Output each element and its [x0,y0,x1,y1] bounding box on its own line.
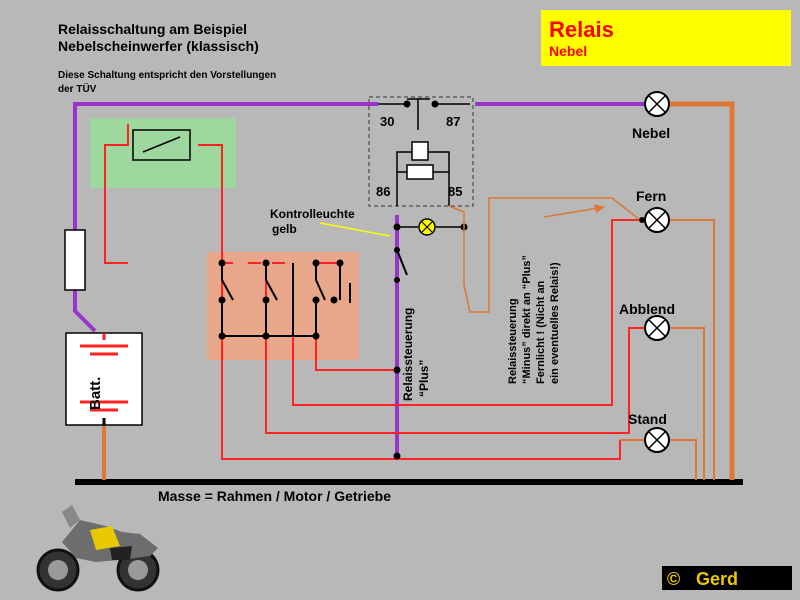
relay-control-switch-nodes [394,247,400,283]
relay-internals [378,98,470,206]
relaissteuerung-minus-line4: ein eventuelles Relais!) [549,262,561,384]
relay-box [368,96,474,207]
pin-86-label: 86 [376,184,390,199]
light-switch-panel [207,252,359,360]
title-badge [541,10,791,66]
fuse-icon [64,229,86,291]
note-line1: Diese Schaltung entspricht den Vorstellu… [58,70,276,81]
kontrollleuchte-line1: Kontrolleuchte [270,207,355,221]
motorcycle-icon [36,505,160,592]
title-line1: Relaisschaltung am Beispiel [58,21,247,37]
relay-nodes [393,100,468,460]
masse-label: Masse = Rahmen / Motor / Getriebe [158,488,391,504]
pin-85-label: 85 [448,184,462,199]
switch-nodes [218,259,344,340]
badge-title: Relais [549,17,614,42]
lamp-abblend-label: Abblend [619,301,675,317]
ground-bar [75,479,743,485]
note-line2: der TÜV [58,82,97,95]
pointer-line-kontrolle [319,222,391,237]
lamp-stand-label: Stand [628,411,667,427]
relay-control-switch [396,249,408,276]
pin-87-label: 87 [446,114,460,129]
relaissteuerung-minus-line1: Relaissteuerung [507,298,519,384]
copyright-symbol: © [667,569,680,589]
lamp-stand-icon [644,427,670,453]
lamp-nebel-label: Nebel [632,125,670,141]
lamp-fern-icon [639,207,670,233]
lamp-fern-label: Fern [636,188,666,204]
switched-wires [104,124,645,460]
relaissteuerung-minus-line2: “Minus” direkt an “Plus” [521,255,533,384]
footer-logo [662,566,792,590]
battery-icon [65,332,143,426]
footer-author: Gerd [696,569,738,589]
pin-30-label: 30 [380,114,394,129]
plus-wires [73,102,645,456]
battery-label: Batt. [87,377,104,410]
switch-green-area [90,118,236,188]
lamp-wires [448,101,735,480]
relaissteuerung-plus-line2: “Plus” [417,360,431,397]
relaissteuerung-minus-line3: Fernlicht ! (Nicht an [535,280,547,384]
badge-subtitle: Nebel [549,43,587,59]
relaissteuerung-plus-line1: Relaissteuerung [401,308,415,401]
lamp-abblend-icon [644,315,670,341]
kontrollleuchte-line2: gelb [272,222,297,236]
lamp-nebel-icon [644,91,670,117]
title-line2: Nebelscheinwerfer (klassisch) [58,38,259,54]
relay-coil-symbol [132,129,191,161]
control-lamp-icon [397,218,464,236]
